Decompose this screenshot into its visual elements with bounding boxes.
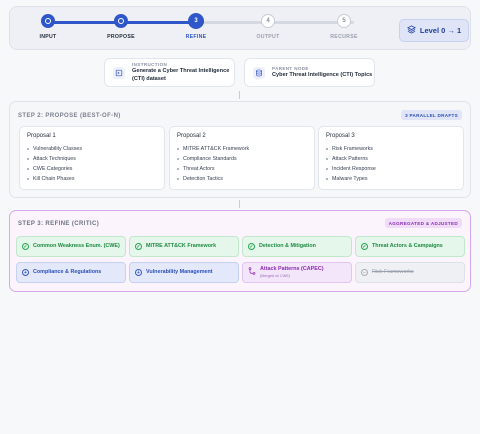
topic-label: Common Weakness Enum. (CWE) xyxy=(33,243,120,250)
parallel-drafts-badge: 3 PARALLEL DRAFTS xyxy=(401,110,462,120)
plus-circle-icon: + xyxy=(135,269,142,276)
step-label: PROPOSE xyxy=(107,34,135,40)
topic-chip-added[interactable]: + Vulnerability Management xyxy=(129,262,239,283)
proposal-title: Proposal 3 xyxy=(326,133,355,139)
list-item: Incident Response xyxy=(326,164,463,174)
list-item: CWE Categories xyxy=(27,164,164,174)
step-number: 3 xyxy=(188,13,204,29)
step-complete-icon xyxy=(114,14,128,28)
bullet-icon xyxy=(177,158,179,160)
merge-note: (Merged w/ CWE) xyxy=(260,273,291,278)
level-label: Level 0 → 1 xyxy=(419,26,462,35)
proposal-card-1[interactable]: Proposal 1 Vulnerability Classes Attack … xyxy=(19,126,165,190)
check-circle-icon: ✓ xyxy=(135,243,142,250)
bullet-icon xyxy=(177,168,179,170)
check-circle-icon: ✓ xyxy=(248,243,255,250)
bullet-icon xyxy=(177,178,179,180)
propose-title: STEP 2: PROPOSE (BEST-OF-N) xyxy=(18,113,121,119)
parent-node-text: Cyber Threat Intelligence (CTI) Topics xyxy=(272,71,373,78)
step-number: 5 xyxy=(337,14,351,28)
list-item: Vulnerability Classes xyxy=(27,144,164,154)
list-item: Malware Types xyxy=(326,174,463,184)
proposal-card-3[interactable]: Proposal 3 Risk Frameworks Attack Patter… xyxy=(318,126,464,190)
bullet-icon xyxy=(326,168,328,170)
step-label: OUTPUT xyxy=(256,34,280,40)
step-refine[interactable]: 3 REFINE xyxy=(166,13,226,40)
topic-label: Risk Frameworks xyxy=(372,269,414,276)
refine-title: STEP 3: REFINE (CRITIC) xyxy=(18,221,100,227)
topic-label: Vulnerability Management xyxy=(146,269,213,276)
step-label: RECURSE xyxy=(330,34,358,40)
step-propose[interactable]: PROPOSE xyxy=(91,14,151,40)
bullet-icon xyxy=(326,148,328,150)
merge-icon xyxy=(248,267,256,277)
bullet-icon xyxy=(326,158,328,160)
topic-chip-kept[interactable]: ✓ Threat Actors & Campaigns xyxy=(355,236,465,257)
step-recurse[interactable]: 5 RECURSE xyxy=(314,14,374,40)
level-badge: Level 0 → 1 xyxy=(399,19,469,42)
list-item: MITRE ATT&CK Framework xyxy=(177,144,314,154)
topic-chip-added[interactable]: + Compliance & Regulations xyxy=(16,262,126,283)
layers-icon xyxy=(406,25,416,36)
topic-label: Detection & Mitigation xyxy=(259,243,316,250)
step-complete-icon xyxy=(41,14,55,28)
bullet-icon xyxy=(27,168,29,170)
list-item: Threat Actors xyxy=(177,164,314,174)
topic-chip-kept[interactable]: ✓ Common Weakness Enum. (CWE) xyxy=(16,236,126,257)
instruction-caption: INSTRUCTION xyxy=(132,62,168,68)
topic-chip-merged[interactable]: Attack Patterns (CAPEC) (Merged w/ CWE) xyxy=(242,262,352,283)
topic-label: Compliance & Regulations xyxy=(33,269,102,276)
plus-circle-icon: + xyxy=(22,269,29,276)
list-item: Risk Frameworks xyxy=(326,144,463,154)
topic-label: MITRE ATT&CK Framework xyxy=(146,243,217,250)
topic-chip-kept[interactable]: ✓ MITRE ATT&CK Framework xyxy=(129,236,239,257)
instruction-text: Generate a Cyber Threat Intelligence (CT… xyxy=(132,68,230,82)
step-label: REFINE xyxy=(185,34,207,40)
topic-chip-removed[interactable]: − Risk Frameworks xyxy=(355,262,465,283)
minus-circle-icon: − xyxy=(361,269,368,276)
bullet-icon xyxy=(27,158,29,160)
pipeline-stepper: INPUT PROPOSE 3 REFINE 4 OUTPUT 5 RECURS… xyxy=(9,6,471,50)
bullet-icon xyxy=(326,178,328,180)
step-output[interactable]: 4 OUTPUT xyxy=(238,14,298,40)
check-circle-icon: ✓ xyxy=(22,243,29,250)
topic-label: Threat Actors & Campaigns xyxy=(372,243,443,250)
bullet-icon xyxy=(177,148,179,150)
check-circle-icon: ✓ xyxy=(361,243,368,250)
parent-node-caption: PARENT NODE xyxy=(272,65,309,71)
proposal-title: Proposal 2 xyxy=(177,133,206,139)
refine-panel: STEP 3: REFINE (CRITIC) AGGREGATED & ADJ… xyxy=(9,210,471,292)
list-item: Kill Chain Phases xyxy=(27,174,164,184)
parent-node-card: PARENT NODE Cyber Threat Intelligence (C… xyxy=(244,58,375,87)
list-item: Detection Tactics xyxy=(177,174,314,184)
step-number: 4 xyxy=(261,14,275,28)
topic-chip-kept[interactable]: ✓ Detection & Mitigation xyxy=(242,236,352,257)
bullet-icon xyxy=(27,178,29,180)
instruction-card: INSTRUCTION Generate a Cyber Threat Inte… xyxy=(104,58,235,87)
topic-label: Attack Patterns (CAPEC) xyxy=(260,266,324,273)
connector-line xyxy=(239,200,240,208)
progress-track-pending xyxy=(204,21,354,24)
aggregated-badge: AGGREGATED & ADJUSTED xyxy=(384,218,462,228)
step-input[interactable]: INPUT xyxy=(18,14,78,40)
instruction-icon xyxy=(113,66,125,79)
step-label: INPUT xyxy=(39,34,57,40)
proposal-title: Proposal 1 xyxy=(27,133,56,139)
database-icon xyxy=(253,66,265,79)
connector-line xyxy=(239,91,240,99)
list-item: Attack Patterns xyxy=(326,154,463,164)
list-item: Compliance Standards xyxy=(177,154,314,164)
propose-panel: STEP 2: PROPOSE (BEST-OF-N) 3 PARALLEL D… xyxy=(9,101,471,198)
list-item: Attack Techniques xyxy=(27,154,164,164)
bullet-icon xyxy=(27,148,29,150)
proposal-card-2[interactable]: Proposal 2 MITRE ATT&CK Framework Compli… xyxy=(169,126,315,190)
